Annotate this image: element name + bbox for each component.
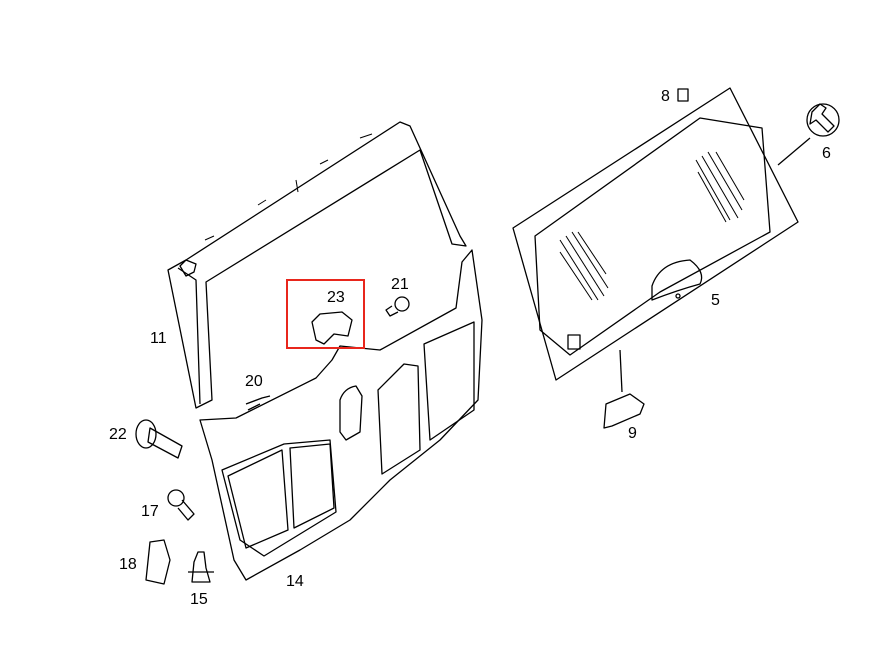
screw-part[interactable] — [167, 489, 195, 521]
rivet-part[interactable] — [188, 551, 214, 583]
tailgate-trim-panel[interactable] — [167, 121, 483, 581]
callout-6[interactable]: 6 — [822, 145, 831, 162]
clip-part[interactable] — [677, 88, 689, 102]
cover-part[interactable] — [603, 393, 645, 429]
callout-9[interactable]: 9 — [628, 425, 637, 442]
callout-22[interactable]: 22 — [109, 426, 127, 443]
clip-nut-part[interactable] — [145, 539, 171, 585]
callout-18[interactable]: 18 — [119, 556, 137, 573]
callout-14[interactable]: 14 — [286, 573, 304, 590]
button-clip-part[interactable] — [385, 296, 410, 317]
callout-23[interactable]: 23 — [327, 289, 345, 306]
callout-15[interactable]: 15 — [190, 591, 208, 608]
callout-20[interactable]: 20 — [245, 373, 263, 390]
callout-8[interactable]: 8 — [661, 88, 670, 105]
bolt-part[interactable] — [135, 419, 183, 459]
push-clip-part[interactable] — [245, 395, 271, 411]
cover-cap-part[interactable] — [311, 311, 353, 345]
callout-17[interactable]: 17 — [141, 503, 159, 520]
highlight-box — [286, 279, 365, 349]
rear-window-glass[interactable] — [512, 87, 811, 393]
callout-11[interactable]: 11 — [150, 330, 167, 347]
callout-5[interactable]: 5 — [711, 292, 720, 309]
wrench-icon[interactable] — [806, 103, 840, 137]
callout-21[interactable]: 21 — [391, 276, 409, 293]
